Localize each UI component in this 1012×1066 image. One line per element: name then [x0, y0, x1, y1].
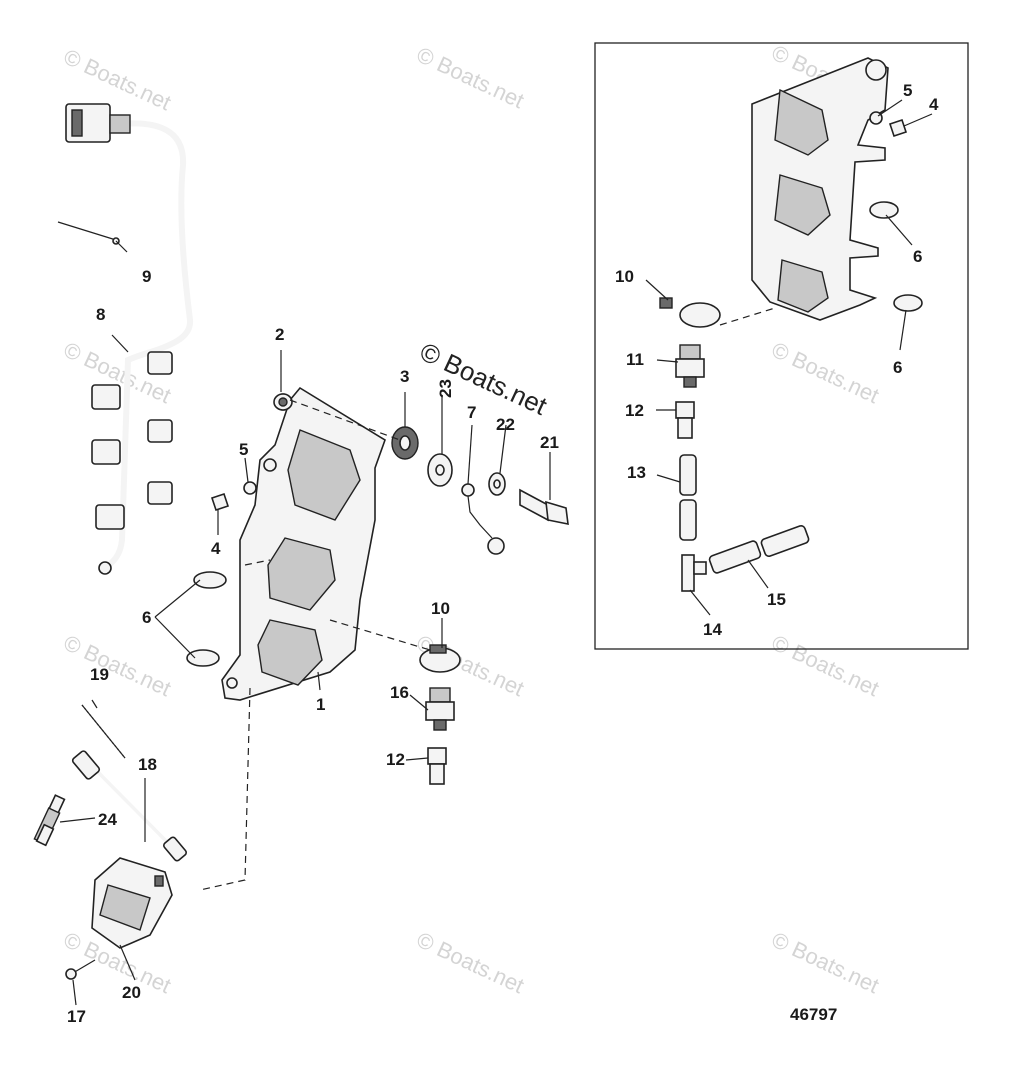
- pressure-sensor: [425, 687, 455, 731]
- callout-8: 8: [96, 305, 105, 324]
- callout-6: 6: [142, 608, 151, 627]
- washer-large: [427, 453, 453, 487]
- callout-22: 22: [496, 415, 515, 434]
- callout-12: 12: [386, 750, 405, 769]
- callout-13: 13: [627, 463, 646, 482]
- inset-tube: [708, 525, 810, 574]
- callout-4-inset: 4: [929, 95, 939, 114]
- callout-17: 17: [67, 1007, 86, 1026]
- inset-mounting-plate: [751, 57, 889, 321]
- bolt: [519, 488, 569, 526]
- mounting-plate: [221, 386, 386, 701]
- ignition-coil: [91, 857, 173, 949]
- inset-sensor: [675, 344, 705, 388]
- callout-6-inset-upper: 6: [913, 247, 922, 266]
- spring: [81, 704, 126, 759]
- callout-5-inset: 5: [903, 81, 912, 100]
- callout-10: 10: [431, 599, 450, 618]
- inset-hose-clamp: [659, 297, 721, 328]
- callout-15: 15: [767, 590, 786, 609]
- callouts: 9 8 2 3 23 7 22 21 5 4 6 10 1 19 16 12 1…: [67, 81, 939, 1026]
- watermark: © Boats.net: [413, 927, 528, 998]
- guide-lines: [199, 399, 431, 891]
- callout-9: 9: [142, 267, 151, 286]
- callout-4: 4: [211, 539, 221, 558]
- inset-washer: [869, 111, 883, 125]
- watermark: © Boats.net: [413, 42, 528, 113]
- inset-clamp-upper: [869, 201, 899, 219]
- grommet: [273, 393, 293, 411]
- spark-plug: [33, 794, 66, 847]
- callout-11: 11: [626, 350, 644, 369]
- callout-24: 24: [98, 810, 117, 829]
- hose-clamp: [419, 644, 461, 673]
- inset-nut: [888, 118, 908, 138]
- callout-19: 19: [90, 665, 109, 684]
- washer-small: [488, 472, 506, 496]
- ground-lead: [461, 483, 505, 555]
- callout-2: 2: [275, 325, 284, 344]
- washer: [243, 481, 257, 495]
- wiring-harness: [65, 103, 193, 575]
- callout-16: 16: [390, 683, 409, 702]
- callout-21: 21: [540, 433, 559, 452]
- fitting: [427, 747, 447, 785]
- inset-tee-fitting: [681, 554, 707, 592]
- callout-10-inset: 10: [615, 267, 634, 286]
- callout-20: 20: [122, 983, 141, 1002]
- callout-5: 5: [239, 440, 248, 459]
- bushing: [391, 426, 419, 460]
- callout-12-inset: 12: [625, 401, 644, 420]
- center-watermark: © Boats.net: [415, 336, 552, 421]
- callout-14: 14: [703, 620, 722, 639]
- inset-fitting: [675, 401, 695, 439]
- screw: [65, 959, 96, 980]
- callout-3: 3: [400, 367, 409, 386]
- inset-frame: [594, 42, 969, 650]
- cable-tie: [57, 221, 120, 245]
- callout-7: 7: [467, 403, 476, 422]
- inset-clamp-lower: [893, 294, 923, 312]
- inset-hose: [679, 454, 697, 541]
- clamp: [186, 571, 227, 667]
- callout-1: 1: [316, 695, 325, 714]
- callout-18: 18: [138, 755, 157, 774]
- spark-plug-wire: [71, 750, 188, 862]
- leader-lines: [59, 99, 933, 1006]
- watermark: © Boats.net: [768, 337, 883, 408]
- watermark: © Boats.net: [768, 630, 883, 701]
- diagram-number: 46797: [790, 1005, 837, 1024]
- callout-6-inset-lower: 6: [893, 358, 902, 377]
- inset-guide-line: [719, 307, 776, 326]
- watermark: © Boats.net: [768, 927, 883, 998]
- watermark: © Boats.net: [60, 630, 175, 701]
- nut: [210, 492, 230, 512]
- callout-23: 23: [436, 379, 455, 398]
